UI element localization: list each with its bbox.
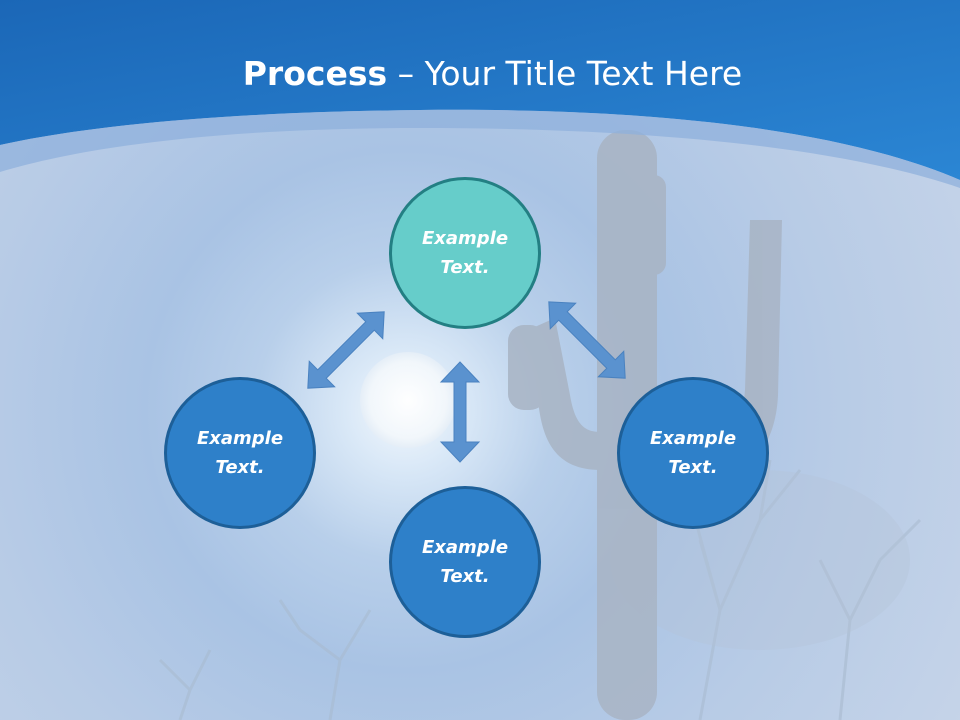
double-arrow-up-right: [548, 301, 626, 379]
double-arrow-vertical: [439, 361, 481, 463]
node-line1: Example: [196, 428, 284, 449]
node-line2: Text.: [668, 457, 718, 478]
node-line1: Example: [421, 228, 509, 249]
process-node-right[interactable]: Example Text.: [617, 377, 769, 529]
header-swoosh: [0, 109, 960, 188]
node-line1: Example: [649, 428, 737, 449]
header-band: [0, 0, 960, 180]
process-node-left[interactable]: Example Text.: [164, 377, 316, 529]
process-node-top[interactable]: Example Text.: [389, 177, 541, 329]
bush-silhouettes: [158, 459, 922, 720]
node-line2: Text.: [440, 566, 490, 587]
node-line2: Text.: [215, 457, 265, 478]
double-arrow-up-left: [307, 311, 385, 389]
process-node-bottom[interactable]: Example Text.: [389, 486, 541, 638]
title-rest: – Your Title Text Here: [387, 54, 743, 93]
arrows: [307, 301, 626, 463]
node-line2: Text.: [440, 257, 490, 278]
title-strong: Process: [242, 54, 388, 93]
moon: [360, 352, 456, 448]
node-line1: Example: [421, 537, 509, 558]
slide-title: Process – Your Title Text Here: [0, 52, 960, 96]
